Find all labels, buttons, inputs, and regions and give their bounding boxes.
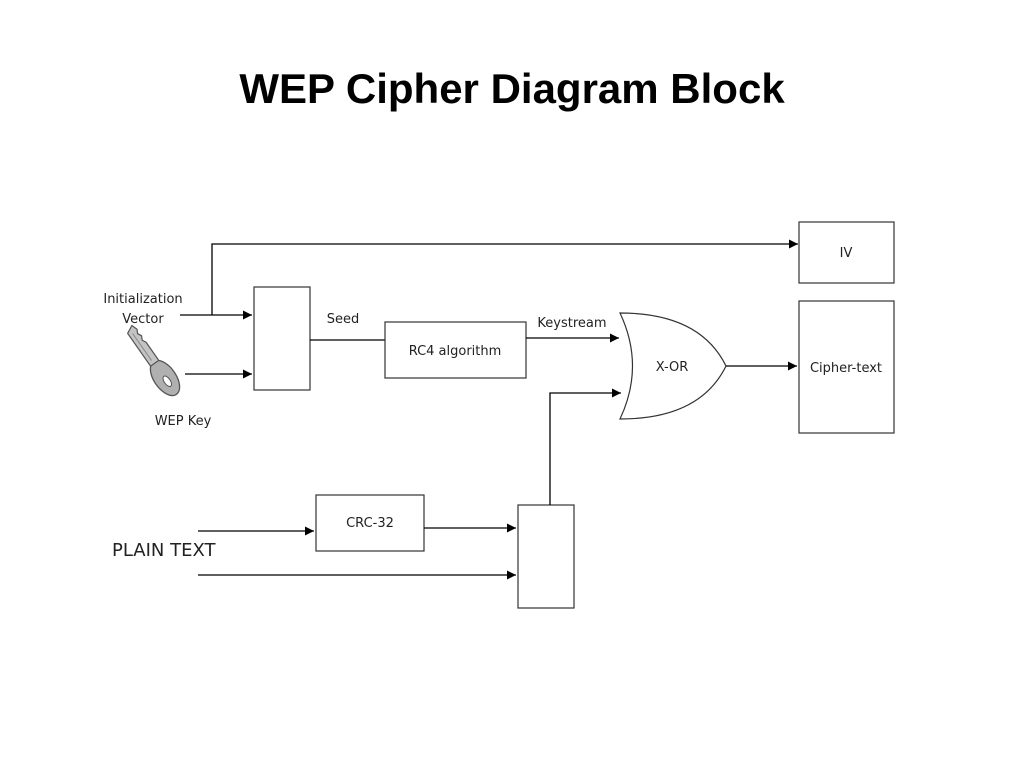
rc4-box (384, 321, 527, 379)
iv-box (798, 221, 895, 284)
crc32-box (315, 494, 425, 552)
initialization-vector-label-line1: Initialization (103, 292, 182, 307)
wep-key-label: WEP Key (155, 414, 212, 429)
key-icon (126, 324, 181, 397)
keystream-label: Keystream (537, 316, 606, 331)
plaintext-label: PLAIN TEXT (112, 540, 216, 561)
icv-combiner-box (517, 504, 575, 609)
rc4-label: RC4 algorithm (409, 344, 502, 359)
xor-gate (619, 312, 727, 420)
xor-label: X-OR (656, 360, 689, 375)
slide-title: WEP Cipher Diagram Block (239, 65, 785, 112)
ciphertext-box (798, 300, 895, 434)
seed-combiner-box (253, 286, 311, 391)
seed-label: Seed (327, 312, 360, 327)
iv-label: IV (840, 246, 853, 261)
crc32-label: CRC-32 (346, 516, 394, 531)
combiner-to-xor-arrow (549, 388, 621, 505)
initialization-vector-label-line2: Vector (122, 312, 164, 327)
ciphertext-label: Cipher-text (810, 361, 882, 376)
iv-bypass-arrow (211, 239, 798, 315)
